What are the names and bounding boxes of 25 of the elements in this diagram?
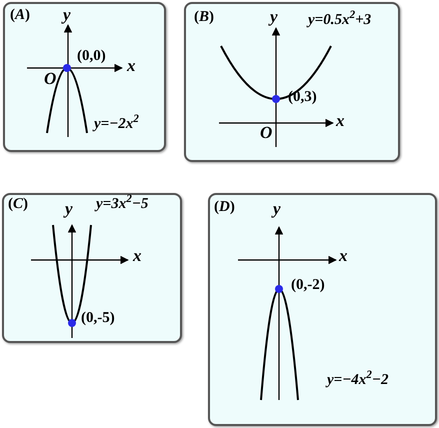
panel-label: (A) (10, 8, 30, 23)
equation-label: y=−4x$^{2}$−2 (327, 373, 389, 388)
graph-panel (3, 2, 166, 152)
origin-label: O (44, 70, 56, 87)
panel-label: (B) (194, 10, 214, 25)
equation-label: y=0.5x$^{2}$+3 (308, 13, 372, 28)
vertex-label: (0,-5) (81, 311, 115, 326)
origin-label: O (260, 124, 272, 141)
axis-label: x (339, 247, 348, 264)
graph-panel (184, 2, 400, 162)
axis-label: x (133, 247, 142, 264)
axis-label: y (63, 6, 71, 23)
axis-label: y (273, 200, 281, 217)
graph-panel (208, 193, 437, 426)
panel-label: (C) (8, 197, 28, 212)
graph-panel (2, 193, 182, 343)
axis-label: y (65, 200, 73, 217)
panel-label: (D) (214, 200, 235, 215)
axis-label: x (336, 112, 344, 129)
axis-label: y (270, 8, 278, 25)
equation-label: y=3x$^{2}$−5 (96, 197, 148, 212)
vertex-label: (0,-2) (291, 278, 325, 293)
axis-label: x (127, 57, 136, 74)
vertex-label: (0,0) (77, 49, 106, 64)
equation-label: y=−2x$^{2}$ (94, 117, 139, 132)
